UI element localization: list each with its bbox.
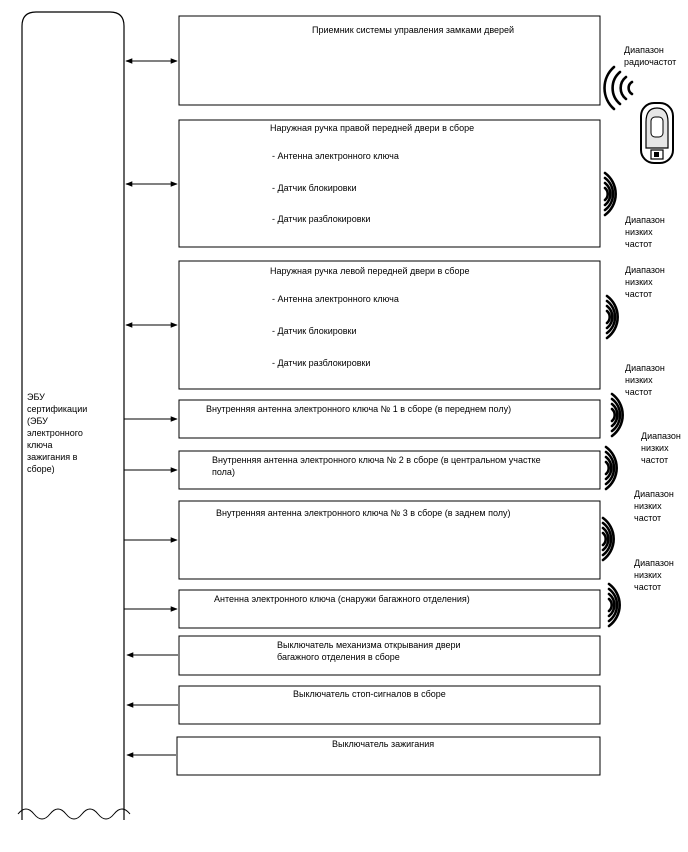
block-antenna-trunk bbox=[178, 589, 601, 629]
signal-label-low: Диапазон низких частот bbox=[625, 363, 665, 397]
block-antenna-3 bbox=[178, 500, 601, 580]
signal-label-low: Диапазон низких частот bbox=[625, 265, 665, 299]
list-item: - Антенна электронного ключа bbox=[272, 151, 399, 161]
block-title-antenna-3: Внутренняя антенна электронного ключа № … bbox=[216, 508, 511, 518]
block-antenna-2 bbox=[178, 450, 601, 490]
wave-icon-right-handle bbox=[603, 171, 617, 217]
signal-label-low: Диапазон низких частот bbox=[641, 431, 681, 465]
smart-key-fob-icon bbox=[640, 102, 674, 164]
block-trunk-switch bbox=[178, 635, 601, 676]
block-left-front-handle bbox=[178, 260, 601, 390]
block-ignition-switch bbox=[176, 736, 601, 776]
block-title-ignition-switch: Выключатель зажигания bbox=[332, 739, 435, 749]
block-antenna-1 bbox=[178, 399, 601, 439]
wave-icon-left-handle bbox=[605, 294, 619, 340]
ecu-label: ЭБУ сертификации (ЭБУ электронного ключа… bbox=[27, 392, 88, 474]
block-title-left-handle: Наружная ручка левой передней двери в сб… bbox=[270, 266, 470, 276]
ecu-box bbox=[21, 11, 125, 820]
list-item: - Датчик блокировки bbox=[272, 326, 357, 336]
list-item: - Антенна электронного ключа bbox=[272, 294, 399, 304]
block-title-receiver: Приемник системы управления замками двер… bbox=[312, 25, 515, 35]
block-stop-switch bbox=[178, 685, 601, 725]
block-title-antenna-1: Внутренняя антенна электронного ключа № … bbox=[206, 404, 512, 414]
signal-label-low: Диапазон низких частот bbox=[634, 558, 674, 592]
block-title-right-handle: Наружная ручка правой передней двери в с… bbox=[270, 123, 475, 133]
block-title-antenna-trunk: Антенна электронного ключа (снаружи бага… bbox=[214, 594, 470, 604]
block-door-lock-receiver bbox=[178, 15, 601, 106]
ecu-break-line bbox=[17, 808, 131, 820]
wave-icon-antenna-3 bbox=[601, 516, 615, 562]
block-title-stop-switch: Выключатель стоп-сигналов в сборе bbox=[293, 689, 446, 699]
signal-label-radio: Диапазон радиочастот bbox=[624, 45, 677, 67]
block-title-antenna-2: Внутренняя антенна электронного ключа № … bbox=[212, 455, 541, 477]
list-item: - Датчик разблокировки bbox=[272, 214, 371, 224]
wave-icon-antenna-2 bbox=[604, 445, 618, 491]
list-item: - Датчик блокировки bbox=[272, 183, 357, 193]
wave-icon-antenna-1 bbox=[610, 392, 624, 438]
block-title-trunk-switch: Выключатель механизма открывания двери б… bbox=[277, 640, 461, 662]
list-item: - Датчик разблокировки bbox=[272, 358, 371, 368]
signal-label-low: Диапазон низких частот bbox=[625, 215, 665, 249]
block-right-front-handle bbox=[178, 119, 601, 248]
signal-label-low: Диапазон низких частот bbox=[634, 489, 674, 523]
wave-icon-antenna-trunk bbox=[607, 582, 621, 628]
radio-wave-icon bbox=[603, 65, 634, 111]
